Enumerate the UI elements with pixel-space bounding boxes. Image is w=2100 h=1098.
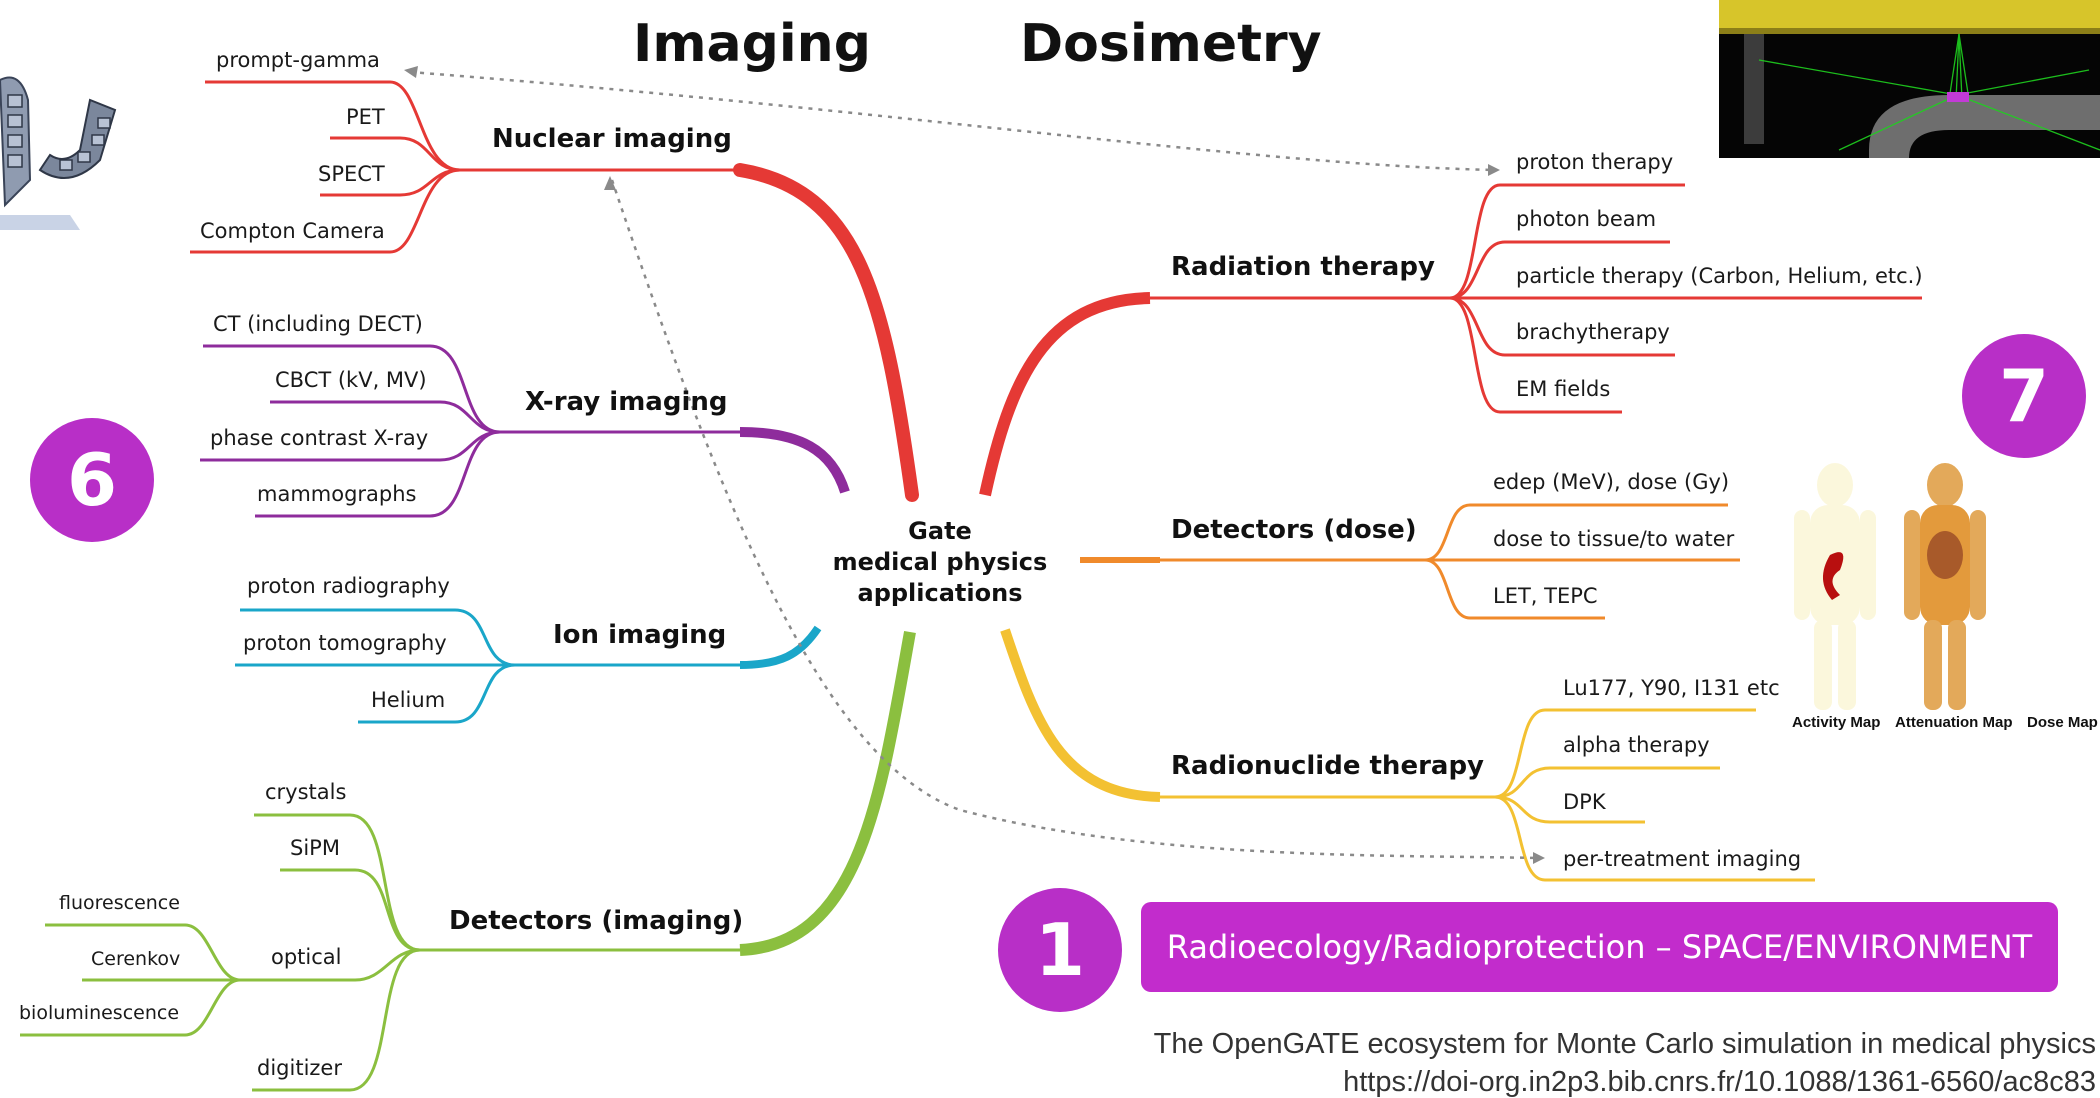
leaf-proton-radiography: proton radiography — [247, 574, 450, 598]
branch-xray-imaging: X-ray imaging — [525, 387, 728, 417]
leaf-ct: CT (including DECT) — [213, 312, 423, 336]
branch-radiation-therapy: Radiation therapy — [1171, 252, 1435, 282]
leaf-prompt-gamma: prompt-gamma — [216, 48, 380, 72]
leaf-dose-to-tissue: dose to tissue/to water — [1493, 527, 1735, 551]
trunk-detectors-imaging — [739, 630, 916, 956]
activity-map-label: Activity Map — [1792, 714, 1881, 731]
leaf-em-fields: EM fields — [1516, 377, 1611, 401]
leaf-proton-therapy: proton therapy — [1516, 150, 1674, 174]
leaf-edep-dose: edep (MeV), dose (Gy) — [1493, 470, 1730, 494]
leaf-let-tepc: LET, TEPC — [1493, 584, 1598, 608]
leaf-mammographs: mammographs — [257, 482, 417, 506]
leaf-proton-tomography: proton tomography — [243, 631, 447, 655]
leaf-bioluminescence: bioluminescence — [19, 1002, 180, 1024]
caption-doi: https://doi-org.in2p3.bib.cnrs.fr/10.108… — [1343, 1066, 2096, 1098]
center-node: Gate medical physics applications — [820, 516, 1060, 609]
leaf-helium: Helium — [371, 688, 446, 712]
caption-title: The OpenGATE ecosystem for Monte Carlo s… — [1153, 1028, 2096, 1060]
trunk-xray — [739, 427, 850, 494]
branch-ion-imaging: Ion imaging — [553, 620, 727, 650]
title-imaging: Imaging — [633, 14, 871, 74]
leaf-sipm: SiPM — [290, 836, 340, 860]
branch-detectors-dose: Detectors (dose) — [1171, 515, 1417, 545]
leaf-pet: PET — [346, 105, 385, 129]
leaf-lu177: Lu177, Y90, I131 etc — [1563, 676, 1780, 700]
attenuation-map-label: Attenuation Map — [1895, 714, 2013, 731]
trunk-ion — [739, 625, 822, 669]
leaf-per-treatment-imaging: per-treatment imaging — [1563, 847, 1802, 871]
leaf-compton-camera: Compton Camera — [200, 219, 385, 243]
leaf-alpha-therapy: alpha therapy — [1563, 733, 1710, 757]
center-line-2: medical physics — [832, 548, 1048, 576]
dashed-link-prompt-gamma-proton-therapy — [409, 70, 1496, 172]
branch-detectors-imaging: Detectors (imaging) — [449, 906, 744, 936]
center-line-1: Gate — [908, 517, 972, 545]
title-dosimetry: Dosimetry — [1020, 14, 1322, 74]
branch-nuclear-imaging: Nuclear imaging — [492, 124, 732, 154]
leaf-optical: optical — [271, 945, 342, 969]
leaf-cbct: CBCT (kV, MV) — [275, 368, 427, 392]
badge-seven: 7 — [1962, 334, 2086, 458]
leaf-digitizer: digitizer — [257, 1056, 342, 1080]
leaf-cerenkov: Cerenkov — [91, 948, 181, 970]
detector-device-illustration — [0, 76, 117, 230]
leaf-photon-beam: photon beam — [1516, 207, 1657, 231]
leaf-phase-contrast: phase contrast X-ray — [210, 426, 429, 450]
leaf-spect: SPECT — [318, 162, 385, 186]
dose-map-label: Dose Map — [2027, 714, 2098, 731]
leaf-dpk: DPK — [1563, 790, 1606, 814]
trunk-radiation-therapy — [979, 292, 1151, 497]
leaf-fluorescence: fluorescence — [59, 892, 180, 914]
branch-radionuclide-therapy: Radionuclide therapy — [1171, 751, 1485, 781]
leaf-brachytherapy: brachytherapy — [1516, 320, 1670, 344]
badge-six: 6 — [30, 418, 154, 542]
trunk-nuclear — [733, 163, 919, 502]
center-line-3: applications — [857, 579, 1023, 607]
badge-one: 1 — [998, 888, 1122, 1012]
radioprotection-banner: Radioecology/Radioprotection – SPACE/ENV… — [1141, 902, 2058, 992]
leaf-crystals: crystals — [265, 780, 347, 804]
simulation-render-image — [1719, 0, 2100, 158]
phantom-maps-illustration — [1794, 463, 1986, 710]
trunk-radionuclide — [1000, 628, 1161, 802]
leaf-particle-therapy: particle therapy (Carbon, Helium, etc.) — [1516, 264, 1923, 288]
